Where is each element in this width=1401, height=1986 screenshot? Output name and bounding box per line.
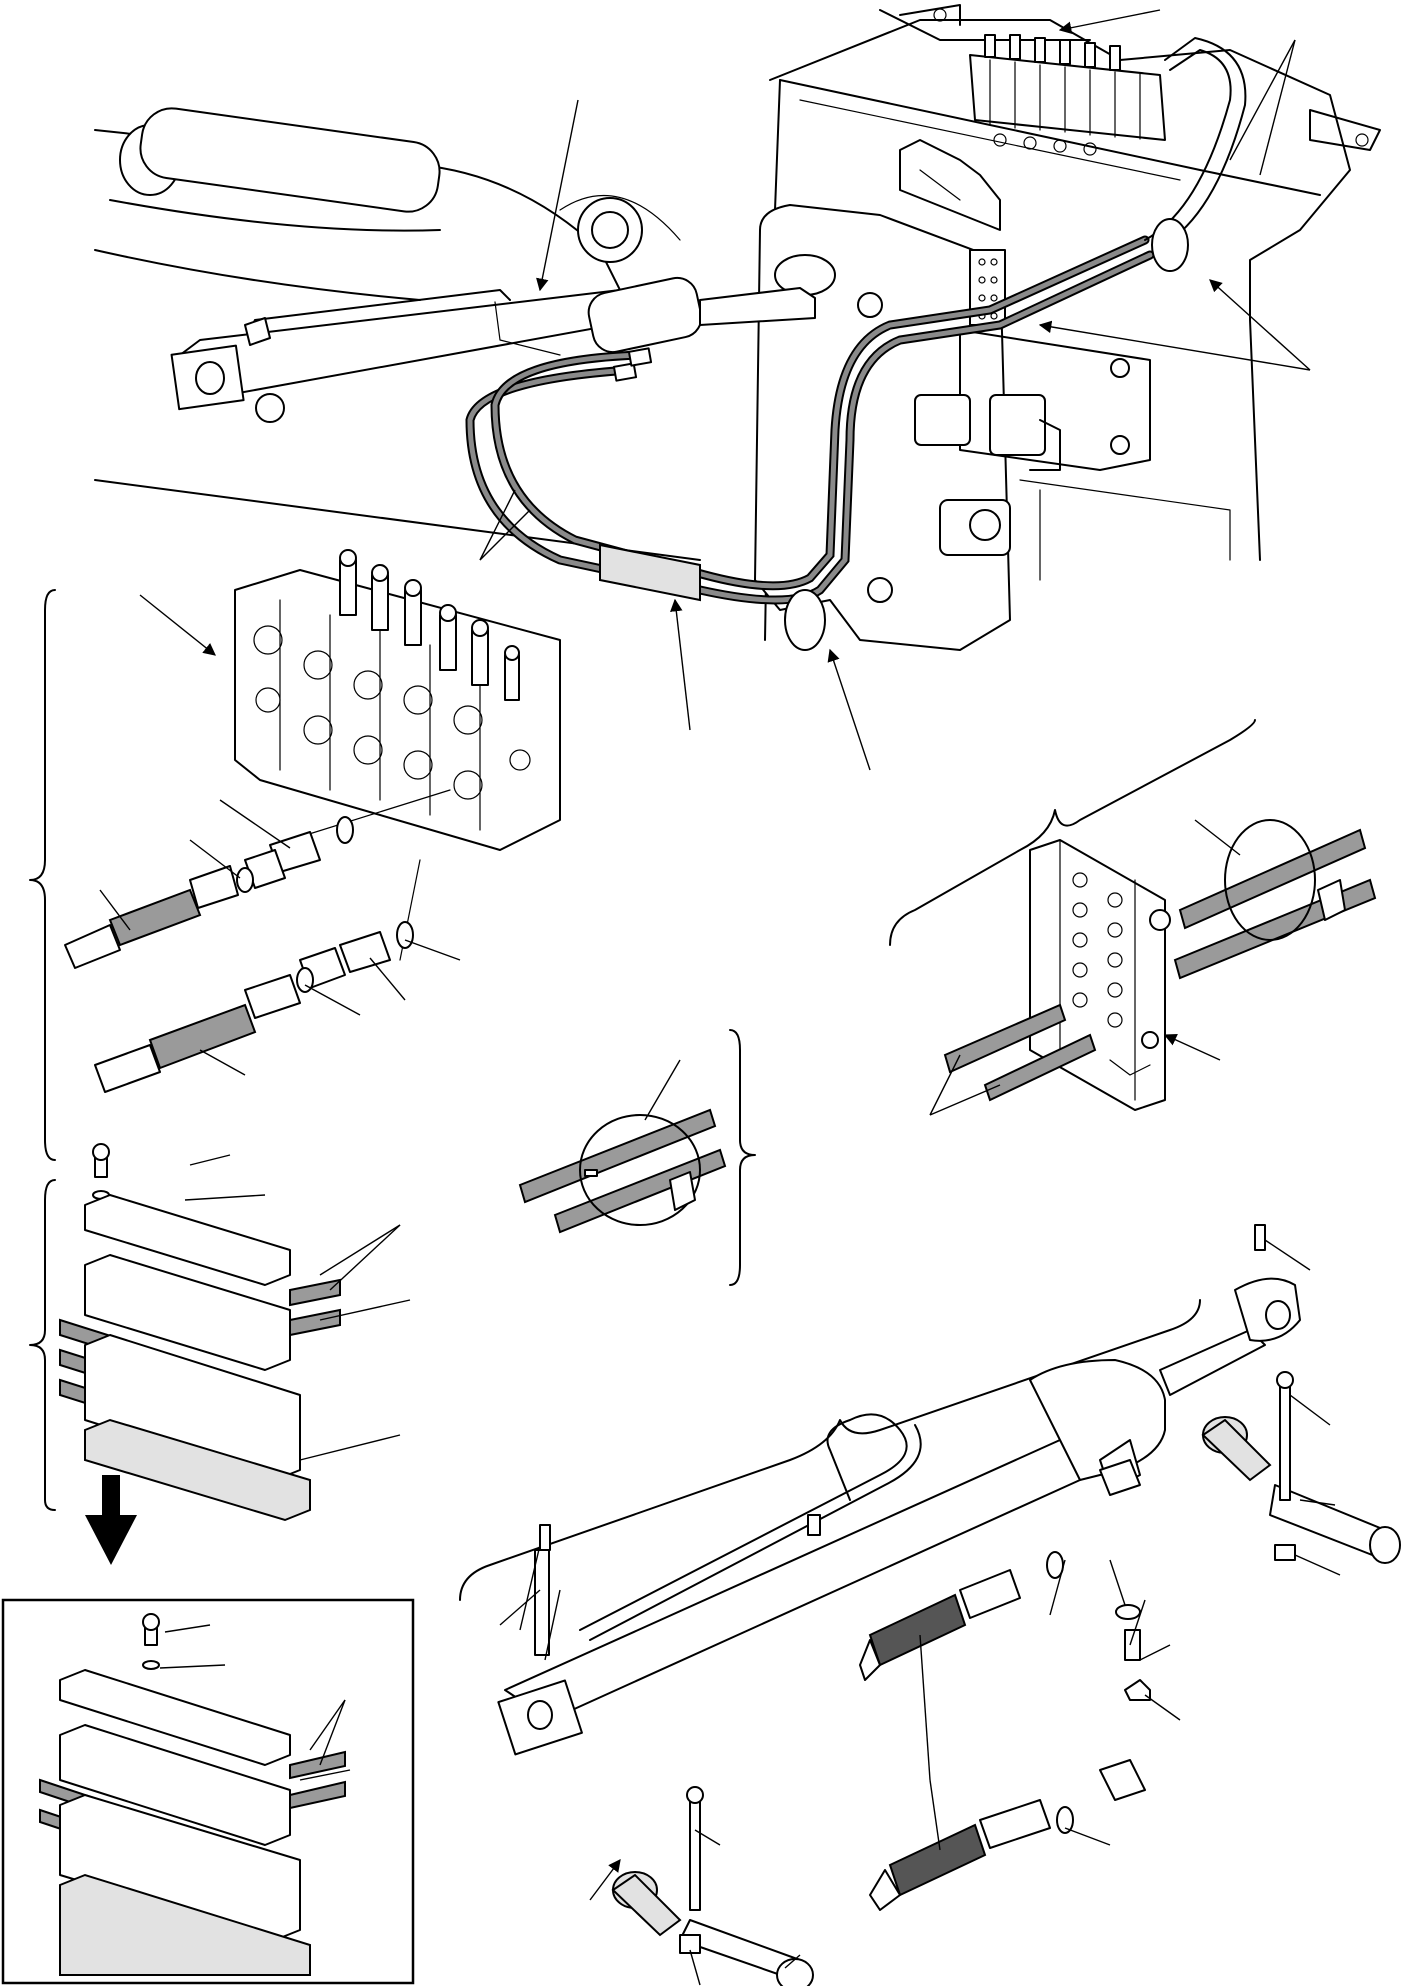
- cylinder-exploded-detail: [459, 1224, 1401, 1986]
- boom-cylinder-main: [170, 276, 816, 423]
- brace-left-upper: [29, 589, 56, 1161]
- arrow-down-icon: [85, 1475, 137, 1565]
- brace-left-lower: [29, 1179, 56, 1511]
- clamp-block-inset: [1, 1598, 415, 1985]
- valve-detail: [64, 549, 561, 1093]
- clamp-block-detail: [59, 1143, 411, 1522]
- clamp-bracket-detail: [889, 719, 1377, 1116]
- hose-bundle-main: [465, 37, 1247, 651]
- machine-overview: [94, 4, 1381, 771]
- small-clamp-detail: [518, 1029, 756, 1286]
- control-valve-top: [969, 34, 1166, 156]
